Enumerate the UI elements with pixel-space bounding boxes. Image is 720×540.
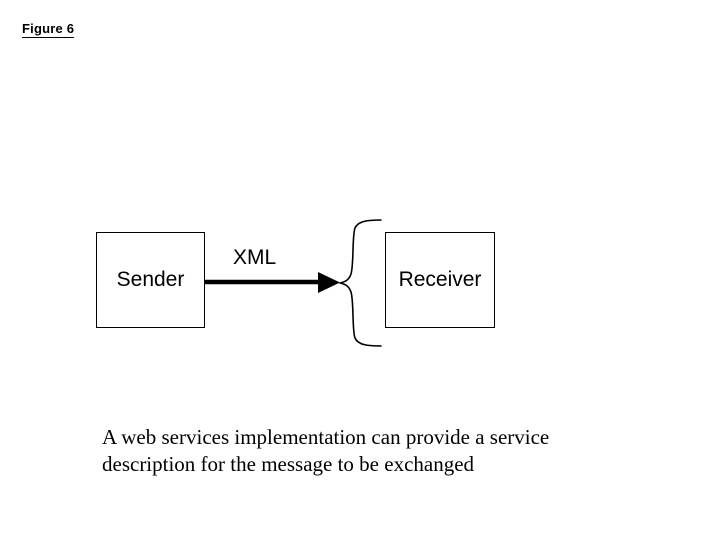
node-sender[interactable]: Sender xyxy=(96,232,205,328)
node-sender-label: Sender xyxy=(116,268,185,291)
caption-line-2: description for the message to be exchan… xyxy=(102,452,475,476)
node-receiver[interactable]: Receiver xyxy=(385,232,495,328)
curly-brace-icon xyxy=(339,219,382,347)
caption-line-1: A web services implementation can provid… xyxy=(102,425,550,449)
arrow-right-icon xyxy=(204,272,340,293)
edge-label-xml: XML xyxy=(233,246,277,269)
caption-text: A web services implementation can provid… xyxy=(102,424,642,478)
figure-title: Figure 6 xyxy=(22,21,75,38)
node-receiver-label: Receiver xyxy=(398,268,482,291)
